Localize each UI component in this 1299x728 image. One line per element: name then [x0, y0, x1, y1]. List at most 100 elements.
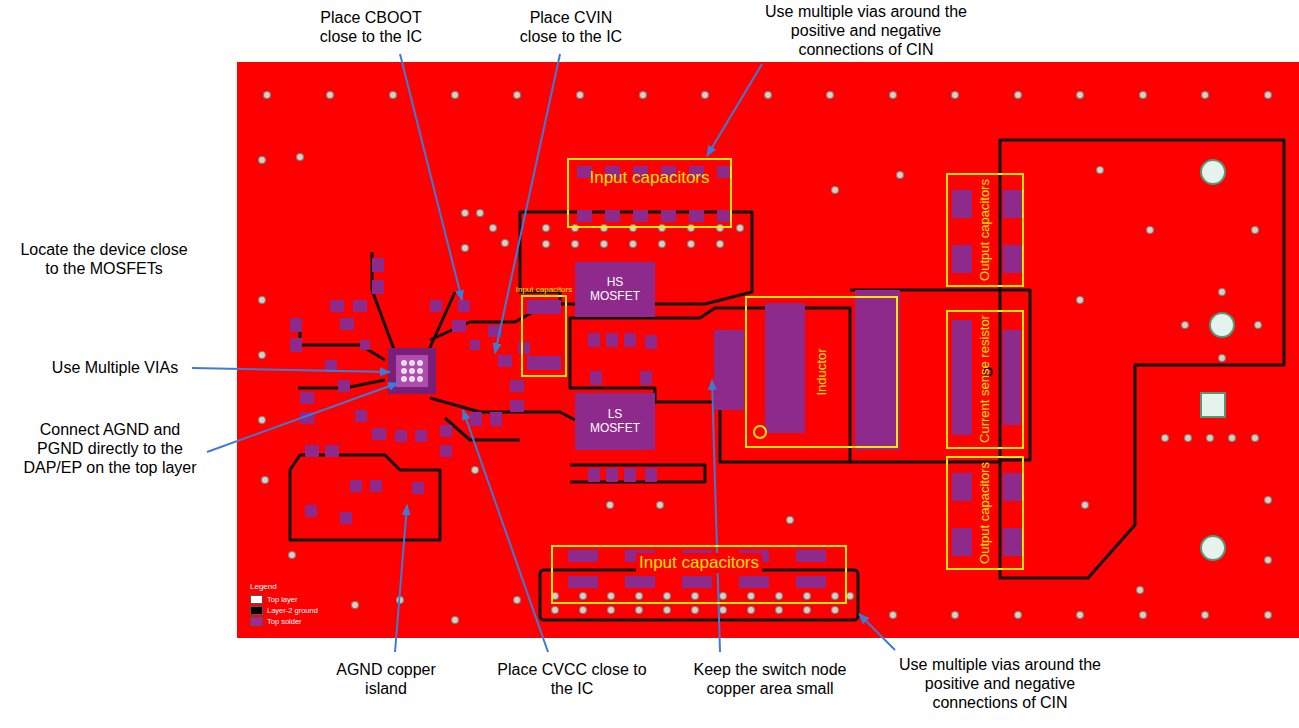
via	[390, 92, 397, 99]
solder-pad	[568, 550, 598, 562]
via	[1015, 92, 1022, 99]
via	[1202, 92, 1209, 99]
via	[262, 477, 269, 484]
via	[827, 92, 834, 99]
via	[577, 92, 584, 99]
capacitor-group: Output capacitors	[946, 456, 1024, 570]
callout-text: Use multiple vias around the positive an…	[880, 655, 1120, 713]
via	[832, 607, 839, 614]
solder-pad	[855, 290, 900, 450]
copper-outline	[850, 290, 1000, 462]
solder-pad	[470, 340, 480, 350]
via	[1265, 497, 1272, 504]
solder-pad	[527, 356, 561, 370]
via	[692, 593, 699, 600]
via	[765, 92, 772, 99]
via	[1252, 435, 1259, 442]
copper-outline	[570, 308, 850, 462]
via	[804, 593, 811, 600]
legend-title: Legend	[250, 582, 310, 592]
via	[462, 210, 469, 217]
output-terminal	[1201, 160, 1225, 184]
output-terminal	[1201, 393, 1225, 417]
solder-pad	[470, 412, 482, 426]
solder-pad	[527, 300, 561, 314]
copper-outline	[445, 418, 520, 440]
mosfet-pad: LS MOSFET	[575, 393, 655, 450]
copper-outline	[570, 465, 705, 482]
solder-pad	[498, 355, 512, 367]
via	[607, 502, 614, 509]
solder-pad	[1003, 330, 1021, 425]
solder-pad	[633, 210, 648, 222]
part-label: HS MOSFET	[587, 276, 643, 304]
via	[847, 593, 854, 600]
via	[688, 225, 695, 232]
solder-pad	[682, 576, 712, 588]
via	[952, 92, 959, 99]
solder-pad	[577, 210, 592, 222]
leader-arrow	[192, 54, 895, 652]
solder-pad	[625, 576, 655, 588]
via	[352, 602, 359, 609]
solder-pad	[645, 335, 657, 349]
capacitor-group: Input capacitors	[567, 158, 732, 228]
via	[804, 607, 811, 614]
via	[776, 607, 783, 614]
via	[832, 593, 839, 600]
via	[1182, 322, 1189, 329]
leader-arrow	[707, 64, 762, 156]
controller-ic	[401, 368, 407, 374]
via	[897, 172, 904, 179]
via	[717, 225, 724, 232]
via	[664, 607, 671, 614]
via	[787, 517, 794, 524]
part-label: Current sense resistor	[978, 316, 993, 444]
solder-pad	[305, 445, 319, 457]
solder-pad	[510, 400, 524, 412]
solder-pad	[645, 468, 657, 482]
via	[1202, 612, 1209, 619]
via	[452, 92, 459, 99]
via	[640, 92, 647, 99]
solder-pad	[717, 166, 730, 178]
legend-row: Layer-2 ground	[250, 605, 318, 616]
solder-pad	[290, 318, 302, 332]
solder-pad	[1003, 245, 1023, 273]
legend: Top layerLayer-2 groundTop solder	[250, 594, 318, 627]
via	[1252, 227, 1259, 234]
via	[552, 607, 559, 614]
solder-pad	[640, 371, 652, 385]
part-label: Input capacitors	[586, 168, 712, 188]
copper-outline	[428, 292, 455, 352]
solder-pad	[412, 482, 424, 494]
leader-arrow	[463, 410, 548, 652]
via	[477, 210, 484, 217]
via	[1147, 227, 1154, 234]
leader-arrow	[192, 368, 390, 372]
solder-pad	[370, 480, 382, 492]
solder-pad	[952, 473, 972, 501]
controller-ic	[401, 376, 407, 382]
solder-pad	[338, 380, 350, 392]
output-terminal	[1201, 160, 1234, 560]
via	[462, 245, 469, 252]
via	[1162, 435, 1169, 442]
marker-ring	[754, 426, 766, 438]
legend-text: Layer-2 ground	[267, 606, 318, 615]
controller-ic	[417, 360, 423, 366]
controller-ic	[401, 360, 407, 366]
via	[601, 225, 608, 232]
solder-pad	[360, 340, 370, 350]
copper-outline	[372, 252, 395, 352]
via	[636, 607, 643, 614]
inductor-box: Inductor	[745, 296, 898, 448]
solder-pad	[952, 190, 972, 218]
legend-text: Top layer	[267, 595, 297, 604]
solder-pad	[952, 245, 972, 273]
via	[664, 593, 671, 600]
legend-row: Top layer	[250, 594, 318, 605]
via	[572, 241, 579, 248]
callout-text: Place CBOOT close to the IC	[310, 8, 432, 46]
